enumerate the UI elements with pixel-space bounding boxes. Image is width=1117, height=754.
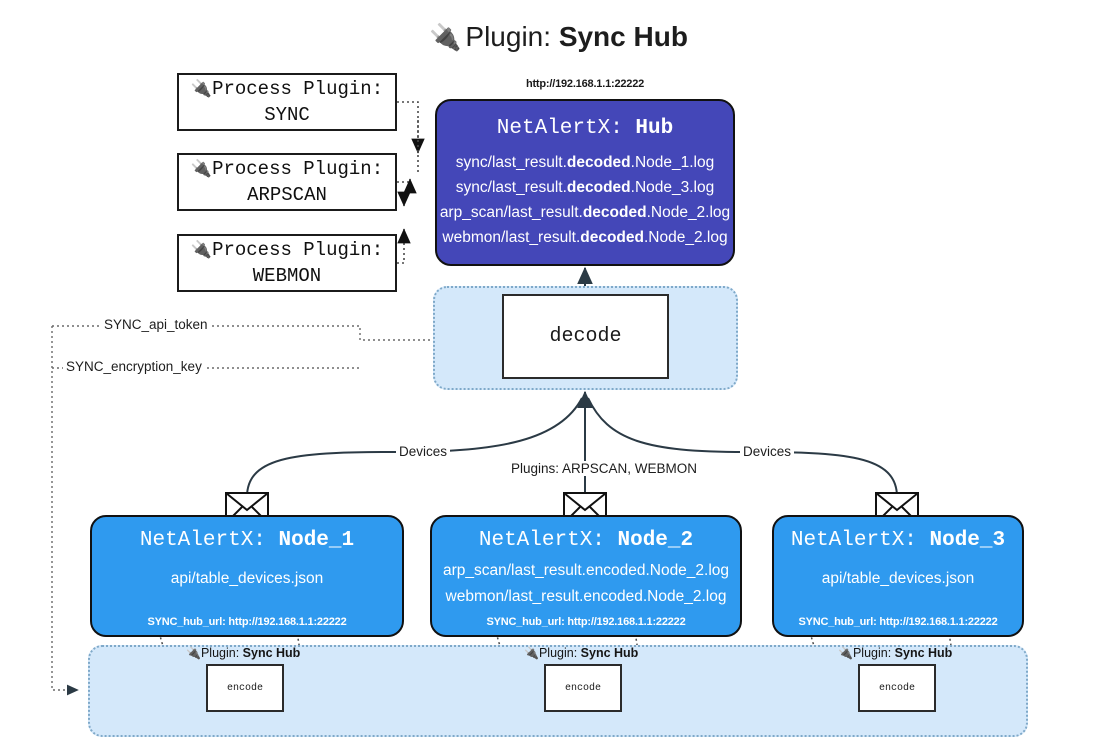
encode-caption-2: 🔌Plugin: Sync Hub bbox=[524, 646, 638, 660]
process-plugin-value: SYNC bbox=[264, 103, 310, 126]
log-pre: webmon/last_result. bbox=[442, 229, 581, 246]
node-footer: SYNC_hub_url: http://192.168.1.1:22222 bbox=[432, 616, 740, 628]
decode-box[interactable]: decode bbox=[502, 294, 669, 379]
node-line: api/table_devices.json bbox=[170, 570, 324, 587]
process-plugin-label-row: 🔌Process Plugin: bbox=[191, 238, 383, 264]
node-title-prefix: NetAlertX: bbox=[478, 529, 618, 552]
node-title-prefix: NetAlertX: bbox=[139, 529, 279, 552]
encode-caption-label: Plugin: bbox=[200, 646, 240, 660]
node-footer-value: http://192.168.1.1:22222 bbox=[879, 616, 998, 628]
hub-log-line: arp_scan/last_result.decoded.Node_2.log bbox=[437, 200, 733, 225]
hub-title-prefix: NetAlertX: bbox=[496, 117, 636, 140]
plug-icon: 🔌 bbox=[524, 646, 539, 660]
node-footer: SYNC_hub_url: http://192.168.1.1:22222 bbox=[92, 616, 402, 628]
encode-box-1[interactable]: encode bbox=[206, 664, 284, 712]
hub-log-list: sync/last_result.decoded.Node_1.log sync… bbox=[437, 150, 733, 250]
log-post: .Node_1.log bbox=[630, 154, 715, 171]
flow-label-devices-right: Devices bbox=[740, 444, 795, 459]
plug-icon: 🔌 bbox=[838, 646, 853, 660]
encode-box-2[interactable]: encode bbox=[544, 664, 622, 712]
process-plugin-box-webmon[interactable]: 🔌Process Plugin: WEBMON bbox=[177, 234, 397, 292]
node-title-value: Node_3 bbox=[929, 529, 1006, 552]
encode-caption-value: Sync Hub bbox=[894, 646, 953, 660]
encode-caption-label: Plugin: bbox=[852, 646, 892, 660]
flow-label-devices-left: Devices bbox=[396, 444, 451, 459]
process-plugin-box-sync[interactable]: 🔌Process Plugin: SYNC bbox=[177, 73, 397, 131]
page-title-value: Sync Hub bbox=[558, 21, 688, 52]
plug-icon: 🔌 bbox=[429, 22, 462, 52]
encode-caption-3: 🔌Plugin: Sync Hub bbox=[838, 646, 952, 660]
log-mid: decoded bbox=[580, 229, 644, 246]
log-mid: decoded bbox=[566, 154, 631, 171]
page-title-label: Plugin: bbox=[465, 21, 552, 52]
plug-icon: 🔌 bbox=[190, 160, 213, 180]
encode-caption-value: Sync Hub bbox=[580, 646, 639, 660]
encode-caption-label: Plugin: bbox=[538, 646, 578, 660]
hub-url-label: http://192.168.1.1:22222 bbox=[525, 78, 645, 90]
log-post: .Node_2.log bbox=[643, 229, 728, 246]
node-title-prefix: NetAlertX: bbox=[790, 529, 930, 552]
process-plugin-label-row: 🔌Process Plugin: bbox=[191, 77, 383, 103]
process-plugin-label-row: 🔌Process Plugin: bbox=[191, 157, 383, 183]
node-title: NetAlertX: Node_3 bbox=[774, 529, 1022, 552]
node-card-node-1[interactable]: NetAlertX: Node_1 api/table_devices.json… bbox=[90, 515, 404, 637]
hub-title-value: Hub bbox=[635, 117, 674, 140]
hub-log-line: sync/last_result.decoded.Node_1.log bbox=[437, 150, 733, 175]
plug-icon: 🔌 bbox=[186, 646, 201, 660]
node-title: NetAlertX: Node_2 bbox=[432, 529, 740, 552]
node-footer-key: SYNC_hub_url: bbox=[147, 616, 229, 628]
node-line: webmon/last_result.encoded.Node_2.log bbox=[445, 588, 727, 605]
hub-title: NetAlertX: Hub bbox=[437, 117, 733, 140]
node-footer-value: http://192.168.1.1:22222 bbox=[228, 616, 347, 628]
process-plugin-label: Process Plugin: bbox=[212, 238, 384, 261]
node-footer: SYNC_hub_url: http://192.168.1.1:22222 bbox=[774, 616, 1022, 628]
process-plugin-label: Process Plugin: bbox=[212, 77, 384, 100]
log-pre: sync/last_result. bbox=[455, 179, 567, 196]
encode-label: encode bbox=[226, 682, 263, 694]
process-plugin-value: ARPSCAN bbox=[247, 183, 327, 206]
node-card-node-2[interactable]: NetAlertX: Node_2 arp_scan/last_result.e… bbox=[430, 515, 742, 637]
log-pre: sync/last_result. bbox=[455, 154, 567, 171]
node-title-value: Node_2 bbox=[617, 529, 694, 552]
log-pre: arp_scan/last_result. bbox=[439, 204, 583, 221]
log-mid: decoded bbox=[566, 179, 631, 196]
hub-log-line: webmon/last_result.decoded.Node_2.log bbox=[437, 225, 733, 250]
log-post: .Node_2.log bbox=[646, 204, 731, 221]
log-mid: decoded bbox=[582, 204, 647, 221]
edge-label-sync-api-token: SYNC_api_token bbox=[101, 317, 211, 332]
hub-log-line: sync/last_result.decoded.Node_3.log bbox=[437, 175, 733, 200]
process-plugin-box-arpscan[interactable]: 🔌Process Plugin: ARPSCAN bbox=[177, 153, 397, 211]
flow-label-plugins-center: Plugins: ARPSCAN, WEBMON bbox=[508, 461, 701, 476]
plug-icon: 🔌 bbox=[190, 80, 213, 100]
process-plugin-label: Process Plugin: bbox=[212, 157, 384, 180]
edge-label-sync-encryption-key: SYNC_encryption_key bbox=[63, 359, 205, 374]
encode-label: encode bbox=[564, 682, 601, 694]
node-title-value: Node_1 bbox=[278, 529, 355, 552]
encode-caption-1: 🔌Plugin: Sync Hub bbox=[186, 646, 300, 660]
hub-card[interactable]: NetAlertX: Hub sync/last_result.decoded.… bbox=[435, 99, 735, 266]
decode-label: decode bbox=[549, 325, 622, 348]
node-line: arp_scan/last_result.encoded.Node_2.log bbox=[442, 562, 730, 579]
encode-label: encode bbox=[878, 682, 915, 694]
process-plugin-value: WEBMON bbox=[252, 264, 322, 287]
node-footer-key: SYNC_hub_url: bbox=[798, 616, 880, 628]
encode-caption-value: Sync Hub bbox=[242, 646, 301, 660]
node-footer-key: SYNC_hub_url: bbox=[486, 616, 568, 628]
encode-box-3[interactable]: encode bbox=[858, 664, 936, 712]
node-title: NetAlertX: Node_1 bbox=[92, 529, 402, 552]
page-title: 🔌Plugin: Sync Hub bbox=[0, 16, 1117, 58]
log-post: .Node_3.log bbox=[630, 179, 715, 196]
node-card-node-3[interactable]: NetAlertX: Node_3 api/table_devices.json… bbox=[772, 515, 1024, 637]
node-line: api/table_devices.json bbox=[821, 570, 975, 587]
node-footer-value: http://192.168.1.1:22222 bbox=[567, 616, 686, 628]
plug-icon: 🔌 bbox=[190, 241, 213, 261]
